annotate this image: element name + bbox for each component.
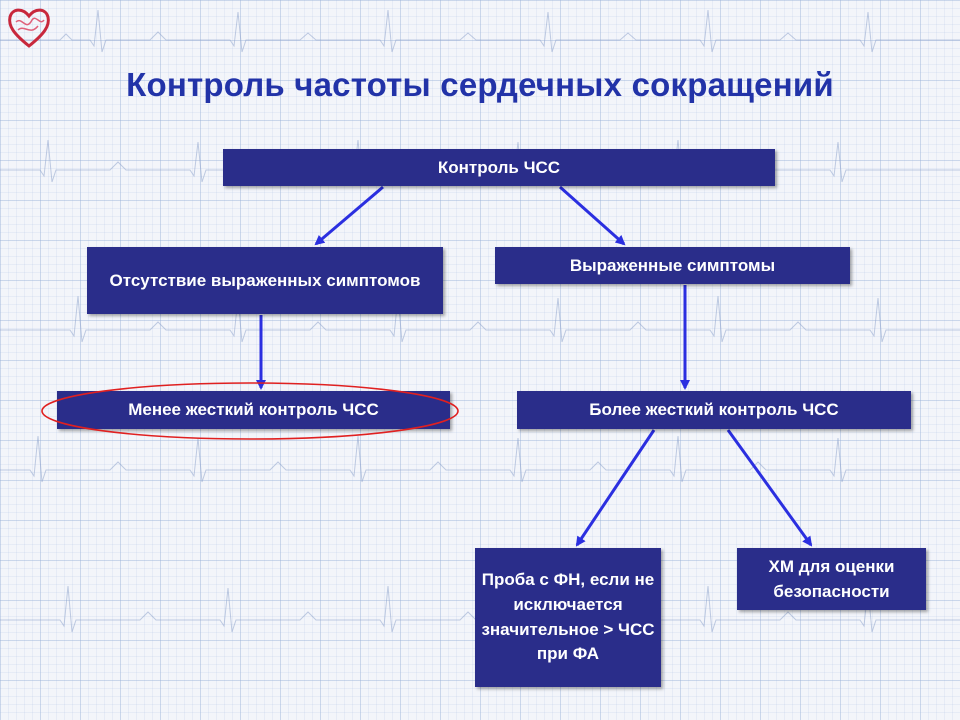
arrow-root-to-symptoms (559, 185, 626, 246)
arrow-more-strict-to-stress-test (575, 429, 656, 547)
arrow-more-strict-to-holter (726, 429, 813, 547)
node-exercise-stress-test: Проба с ФН, если не исключается значител… (475, 548, 661, 687)
node-hr-control: Контроль ЧСС (223, 149, 775, 186)
node-less-strict-hr-control: Менее жесткий контроль ЧСС (57, 391, 450, 429)
node-holter-monitoring: ХМ для оценки безопасности (737, 548, 926, 610)
node-more-strict-hr-control: Более жесткий контроль ЧСС (517, 391, 911, 429)
node-no-pronounced-symptoms: Отсутствие выраженных симптомов (87, 247, 443, 314)
heart-logo-icon (8, 8, 50, 48)
node-pronounced-symptoms: Выраженные симптомы (495, 247, 850, 284)
slide-title: Контроль частоты сердечных сокращений (126, 66, 834, 103)
arrow-root-to-no-symptoms (314, 185, 384, 246)
